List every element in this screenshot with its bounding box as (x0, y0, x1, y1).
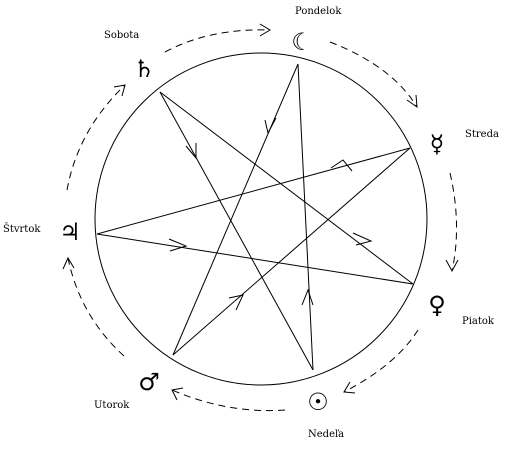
arrowhead-cycle (259, 23, 271, 37)
star-line-venus-jupiter (96, 233, 414, 285)
star-line-moon-sun (297, 63, 314, 371)
saturn-icon: ♄ (133, 55, 155, 83)
arrowhead-cycle (171, 387, 184, 401)
cycle-arc-mars-jupiter (67, 257, 125, 357)
arrowhead-star (264, 117, 277, 135)
arrowhead-star (168, 238, 188, 252)
arrowhead-cycle (62, 256, 75, 270)
moon-icon: ☾ (291, 28, 313, 56)
star-line-sun-saturn (159, 91, 314, 371)
label-sunday: Nedeľa (308, 429, 344, 440)
star-line-mercury-mars (172, 147, 411, 356)
arrowhead-star (228, 294, 244, 311)
cycle-arc-moon-mercury (329, 41, 418, 108)
arrowhead-cycle (445, 259, 459, 273)
jupiter-icon: ♃ (59, 218, 81, 246)
arrowhead-star (185, 143, 197, 160)
planet-symbols: ♄ ☾ ☿ ♀ ☉ ♂ ♃ (59, 28, 446, 416)
sun-icon: ☉ (307, 388, 329, 416)
label-saturday: Sobota (104, 30, 139, 41)
cycle-arc-sun-mars (171, 389, 286, 412)
label-thursday: Štvrtok (3, 223, 41, 235)
arrowhead-cycle (343, 381, 356, 394)
star-line-saturn-venus (159, 91, 414, 285)
label-friday: Piatok (462, 316, 495, 327)
star-arrowheads (168, 117, 373, 311)
cycle-arc-jupiter-saturn (66, 84, 126, 191)
cycle-arc-venus-sun (343, 329, 419, 393)
arrowhead-cycle (406, 94, 418, 109)
day-labels: Sobota Pondelok Streda Piatok Nedeľa Uto… (3, 6, 499, 440)
heptagram-star (96, 63, 414, 371)
mars-icon: ♂ (138, 368, 160, 396)
arrowhead-cycle (113, 84, 126, 97)
arrowhead-star (352, 232, 373, 246)
star-line-jupiter-mercury (96, 147, 411, 235)
mercury-icon: ☿ (430, 130, 445, 158)
arrowhead-star (301, 288, 314, 306)
label-monday: Pondelok (295, 6, 342, 17)
week-circle (94, 52, 428, 386)
venus-icon: ♀ (428, 291, 446, 319)
label-wednesday: Streda (465, 129, 499, 140)
arrowhead-star (330, 159, 353, 172)
cycle-arc-mercury-venus (449, 172, 457, 272)
star-line-mars-moon (172, 63, 299, 356)
label-tuesday: Utorok (94, 400, 130, 411)
weekday-cycle-arcs (62, 23, 459, 412)
cycle-arc-saturn-moon (164, 29, 271, 53)
